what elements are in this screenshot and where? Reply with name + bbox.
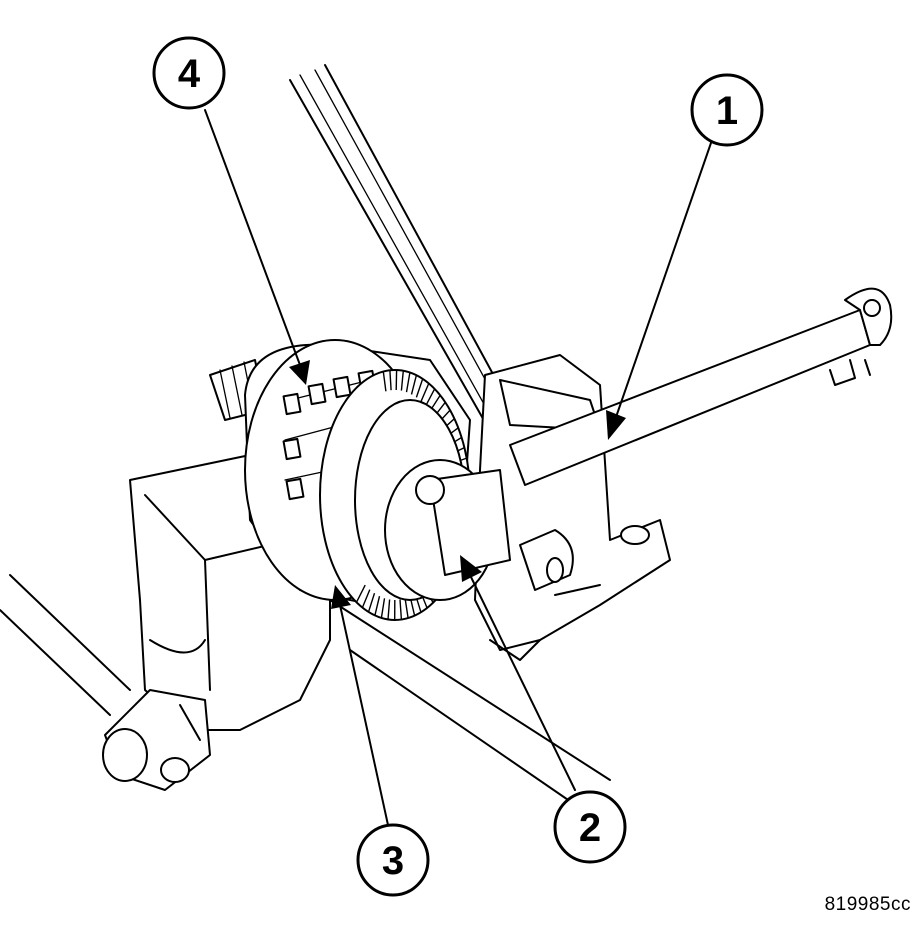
callout-2-label: 2 <box>579 806 601 850</box>
callout-2: 2 <box>555 792 625 862</box>
callout-1: 1 <box>692 75 762 145</box>
figure-id: 819985cc <box>825 894 911 916</box>
callout-4: 4 <box>154 38 224 108</box>
callout-3-label: 3 <box>382 839 404 883</box>
callout-3: 3 <box>358 825 428 895</box>
callout-4-label: 4 <box>178 52 201 96</box>
callout-1-label: 1 <box>716 89 738 133</box>
